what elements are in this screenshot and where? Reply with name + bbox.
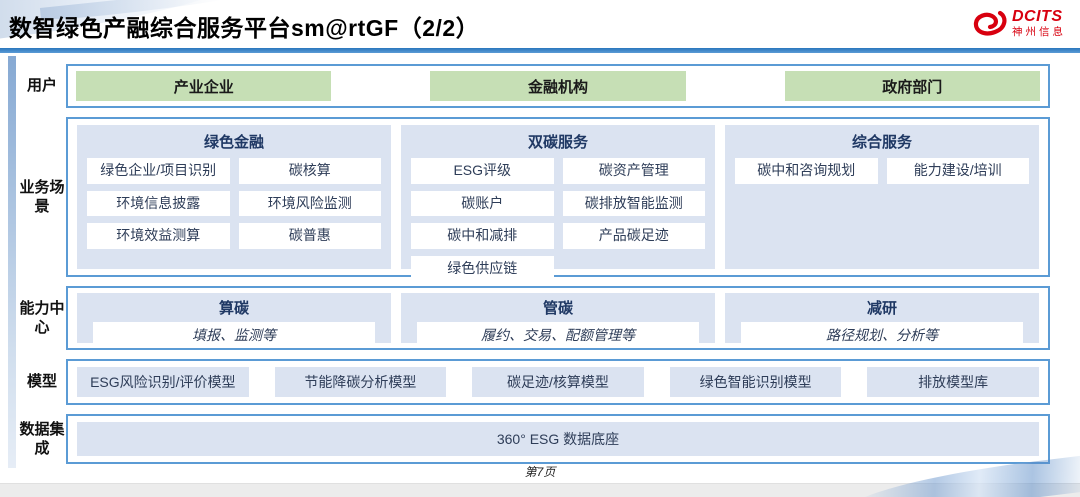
- row-label-users: 用户: [26, 77, 57, 95]
- logo-brand-text: DCITS: [1012, 7, 1063, 25]
- model-box: ESG风险识别/评价模型: [77, 367, 249, 397]
- scenario-item: 碳账户: [411, 190, 554, 216]
- scenario-item: 环境效益测算: [87, 223, 230, 249]
- user-box-government: 政府部门: [784, 71, 1040, 101]
- logo-company-text: 神州信息: [1012, 25, 1066, 38]
- left-accent-stripe: [8, 56, 16, 468]
- panel-grid-green-finance: 绿色企业/项目识别 碳核算 环境信息披露 环境风险监测 环境效益测算 碳普惠: [87, 158, 381, 249]
- capability-title: 管碳: [542, 300, 573, 317]
- panel-dual-carbon: 双碳服务 ESG评级 碳资产管理 碳账户 碳排放智能监测 碳中和减排 产品碳足迹…: [401, 125, 715, 281]
- capability-desc: 路径规划、分析等: [741, 322, 1023, 348]
- scenarios-container: 绿色金融 绿色企业/项目识别 碳核算 环境信息披露 环境风险监测 环境效益测算 …: [66, 117, 1050, 281]
- user-box-financial: 金融机构: [430, 71, 686, 101]
- scenario-item: 产品碳足迹: [562, 223, 705, 249]
- dcits-swirl-icon: [973, 10, 1007, 36]
- data-foundation-box: 360° ESG 数据底座: [77, 422, 1039, 456]
- user-box-industry: 产业企业: [76, 71, 332, 101]
- row-label-scenarios: 业务场景: [19, 178, 65, 216]
- panel-grid-comprehensive: 碳中和咨询规划 能力建设/培训: [735, 158, 1029, 184]
- panel-title-comprehensive: 综合服务: [851, 134, 912, 151]
- scenario-item: 碳中和咨询规划: [735, 158, 878, 184]
- row-users: 用户 产业企业 金融机构 政府部门: [18, 64, 1050, 108]
- row-data-integration: 数据集成 360° ESG 数据底座: [18, 414, 1050, 464]
- model-box: 排放模型库: [867, 367, 1039, 397]
- footer-bar: [0, 483, 1080, 497]
- scenario-item: 碳核算: [238, 158, 381, 184]
- row-scenarios: 业务场景 绿色金融 绿色企业/项目识别 碳核算 环境信息披露 环境风险监测 环境…: [18, 117, 1050, 281]
- panel-title-dual-carbon: 双碳服务: [527, 134, 588, 151]
- capability-title: 减研: [866, 300, 897, 317]
- capability-panel-calc-carbon: 算碳 填报、监测等: [77, 293, 391, 348]
- scenario-item: 碳中和减排: [411, 223, 554, 249]
- panel-green-finance: 绿色金融 绿色企业/项目识别 碳核算 环境信息披露 环境风险监测 环境效益测算 …: [77, 125, 391, 269]
- capabilities-container: 算碳 填报、监测等 管碳 履约、交易、配额管理等 减研 路径规划、分析等: [66, 286, 1050, 350]
- data-integration-container: 360° ESG 数据底座: [66, 414, 1050, 464]
- scenario-item: 绿色企业/项目识别: [87, 158, 230, 184]
- scenario-item: ESG评级: [411, 158, 554, 184]
- users-container: 产业企业 金融机构 政府部门: [66, 64, 1050, 108]
- model-box: 绿色智能识别模型: [669, 367, 842, 397]
- panel-grid-dual-carbon: ESG评级 碳资产管理 碳账户 碳排放智能监测 碳中和减排 产品碳足迹 绿色供应…: [411, 158, 705, 281]
- capability-title: 算碳: [218, 300, 249, 317]
- panel-comprehensive-services: 综合服务 碳中和咨询规划 能力建设/培训: [725, 125, 1039, 269]
- scenario-item: 环境风险监测: [238, 190, 381, 216]
- capability-panel-manage-carbon: 管碳 履约、交易、配额管理等: [401, 293, 715, 348]
- scenario-item: 环境信息披露: [87, 190, 230, 216]
- model-box: 碳足迹/核算模型: [472, 367, 644, 397]
- scenario-item: 碳普惠: [238, 223, 381, 249]
- logo-text-block: DCITS 神州信息: [1012, 7, 1066, 38]
- capability-desc: 履约、交易、配额管理等: [417, 322, 699, 348]
- page-title: 数智绿色产融综合服务平台sm@rtGF（2/2）: [9, 15, 480, 41]
- architecture-diagram: 用户 产业企业 金融机构 政府部门 业务场景 绿色金融 绿色企业/项目识别 碳核…: [18, 64, 1050, 464]
- row-label-models: 模型: [26, 373, 57, 391]
- row-models: 模型 ESG风险识别/评价模型 节能降碳分析模型 碳足迹/核算模型 绿色智能识别…: [18, 359, 1050, 405]
- page-number: 第7页: [524, 465, 556, 479]
- model-box: 节能降碳分析模型: [274, 367, 447, 397]
- scenario-item: 能力建设/培训: [886, 158, 1029, 184]
- row-label-capabilities: 能力中心: [19, 299, 65, 337]
- row-capabilities: 能力中心 算碳 填报、监测等 管碳 履约、交易、配额管理等 减研 路径规划、分析…: [18, 286, 1050, 350]
- capability-desc: 填报、监测等: [93, 322, 375, 348]
- row-label-data-integration: 数据集成: [19, 420, 65, 458]
- models-container: ESG风险识别/评价模型 节能降碳分析模型 碳足迹/核算模型 绿色智能识别模型 …: [66, 359, 1050, 405]
- capability-panel-reduce-research: 减研 路径规划、分析等: [725, 293, 1039, 348]
- title-divider-line: [0, 48, 1080, 53]
- scenario-item: 碳资产管理: [562, 158, 705, 184]
- scenario-item: 绿色供应链: [411, 255, 554, 281]
- scenario-item: 碳排放智能监测: [562, 190, 705, 216]
- panel-title-green-finance: 绿色金融: [203, 134, 264, 151]
- dcits-logo: DCITS 神州信息: [971, 8, 1066, 38]
